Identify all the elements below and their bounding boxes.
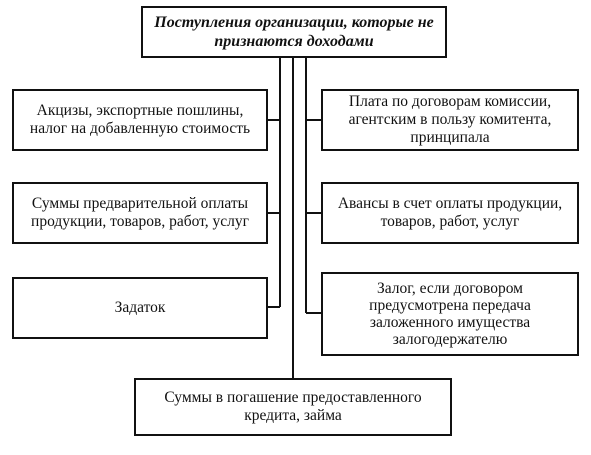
right-box-text: Залог, если договором предусмотрена пере… — [369, 280, 531, 348]
right-box-text: Плата по договорам комиссии, агентским в… — [348, 93, 552, 146]
right-box-advances: Авансы в счет оплаты продукции, товаров,… — [321, 182, 579, 244]
left-box-deposit: Задаток — [12, 277, 268, 339]
left-box-excise-taxes: Акцизы, экспортные пошлины, налог на доб… — [12, 89, 268, 151]
bottom-box-text: Суммы в погашение предоставленного креди… — [164, 389, 422, 424]
left-box-text: Акцизы, экспортные пошлины, налог на доб… — [29, 102, 251, 137]
bottom-box-loan-repayment: Суммы в погашение предоставленного креди… — [134, 378, 452, 436]
left-box-text: Суммы предварительной оплаты продукции, … — [31, 195, 249, 230]
right-box-commission-fees: Плата по договорам комиссии, агентским в… — [321, 89, 579, 151]
title-text: Поступления организации, которые не приз… — [154, 14, 434, 50]
title-box: Поступления организации, которые не приз… — [141, 6, 447, 58]
right-box-pledge: Залог, если договором предусмотрена пере… — [321, 272, 579, 356]
left-box-prepayments: Суммы предварительной оплаты продукции, … — [12, 182, 268, 244]
left-box-text: Задаток — [114, 299, 166, 316]
right-box-text: Авансы в счет оплаты продукции, товаров,… — [337, 195, 563, 230]
